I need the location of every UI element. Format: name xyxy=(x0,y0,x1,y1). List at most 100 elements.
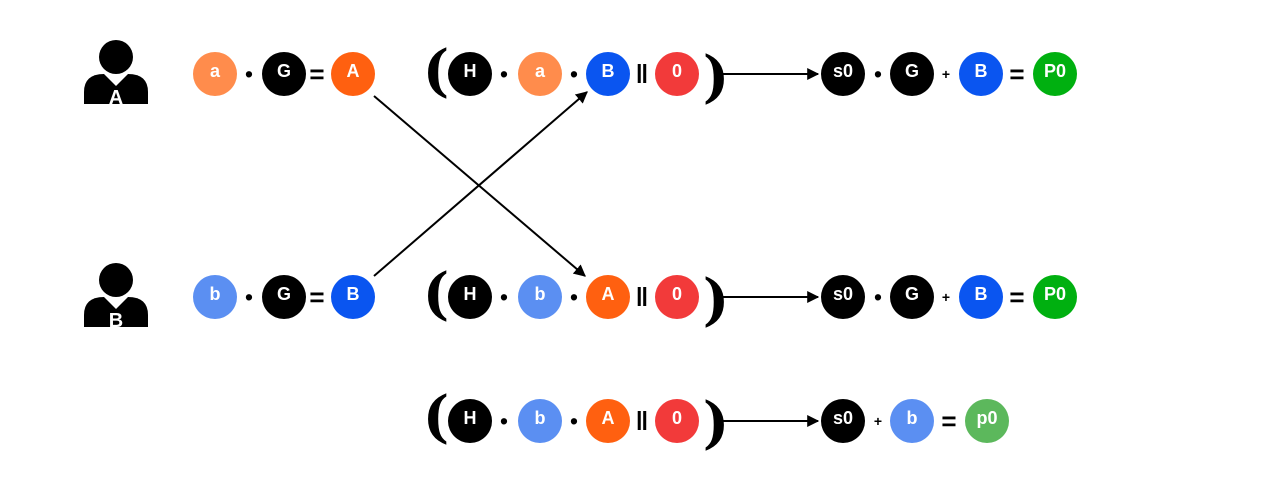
node-label: A xyxy=(347,61,360,81)
node-circle xyxy=(262,275,306,319)
user-a: A xyxy=(84,40,148,109)
node-circle xyxy=(331,275,375,319)
node-G: G xyxy=(890,275,934,319)
node-circle xyxy=(448,52,492,96)
open-bracket: ( xyxy=(423,261,450,327)
node-H: H xyxy=(448,275,492,319)
equals-operator: = xyxy=(1009,59,1024,89)
person-icon xyxy=(84,263,148,327)
node-circle xyxy=(193,52,237,96)
node-label: B xyxy=(602,61,615,81)
node-label: B xyxy=(975,284,988,304)
node-B: B xyxy=(586,52,630,96)
node-circle xyxy=(890,399,934,443)
node-circle xyxy=(448,275,492,319)
concat-operator: ‖ xyxy=(636,59,649,89)
node-circle xyxy=(821,52,865,96)
node-label: p0 xyxy=(976,408,997,428)
node-circle xyxy=(262,52,306,96)
dot-operator: • xyxy=(570,285,578,310)
node-circle xyxy=(890,52,934,96)
node-A: A xyxy=(586,275,630,319)
node-label: b xyxy=(907,408,918,428)
node-circle xyxy=(1033,52,1077,96)
node-G: G xyxy=(262,275,306,319)
node-s0: s0 xyxy=(821,275,865,319)
node-label: 0 xyxy=(672,408,682,428)
node-label: s0 xyxy=(833,284,853,304)
node-A: A xyxy=(586,399,630,443)
plus-operator: + xyxy=(942,289,950,305)
open-bracket: ( xyxy=(423,38,450,104)
close-bracket: ) xyxy=(703,390,730,456)
close-bracket: ) xyxy=(703,267,730,333)
dot-operator: • xyxy=(500,409,508,434)
node-label: b xyxy=(210,284,221,304)
node-B: B xyxy=(959,275,1003,319)
node-circle xyxy=(518,399,562,443)
node-circle xyxy=(821,399,865,443)
node-label: A xyxy=(602,408,615,428)
node-circle xyxy=(655,275,699,319)
node-circle xyxy=(890,275,934,319)
node-label: b xyxy=(535,408,546,428)
node-circle xyxy=(959,275,1003,319)
node-circle xyxy=(331,52,375,96)
dot-operator: • xyxy=(500,285,508,310)
node-G: G xyxy=(262,52,306,96)
node-b: b xyxy=(518,399,562,443)
node-0: 0 xyxy=(655,399,699,443)
node-label: s0 xyxy=(833,61,853,81)
node-P0: P0 xyxy=(1033,275,1077,319)
node-A: A xyxy=(331,52,375,96)
equals-operator: = xyxy=(1009,282,1024,312)
node-label: H xyxy=(464,61,477,81)
node-label: 0 xyxy=(672,61,682,81)
node-label: A xyxy=(602,284,615,304)
node-s0: s0 xyxy=(821,52,865,96)
node-label: a xyxy=(210,61,221,81)
node-label: P0 xyxy=(1044,61,1066,81)
node-circle xyxy=(655,399,699,443)
node-a: a xyxy=(518,52,562,96)
dot-operator: • xyxy=(245,285,253,310)
node-label: P0 xyxy=(1044,284,1066,304)
node-label: 0 xyxy=(672,284,682,304)
node-G: G xyxy=(890,52,934,96)
node-circle xyxy=(518,52,562,96)
node-label: b xyxy=(535,284,546,304)
node-0: 0 xyxy=(655,275,699,319)
user-b-label: B xyxy=(109,310,123,332)
node-p0: p0 xyxy=(965,399,1009,443)
node-circle xyxy=(959,52,1003,96)
arrow-b-to-row-a xyxy=(373,91,588,277)
equals-operator: = xyxy=(941,406,956,436)
node-circle xyxy=(655,52,699,96)
concat-operator: ‖ xyxy=(636,406,649,436)
node-label: a xyxy=(535,61,546,81)
node-P0: P0 xyxy=(1033,52,1077,96)
equals-operator: = xyxy=(309,282,324,312)
node-circle xyxy=(965,399,1009,443)
node-label: s0 xyxy=(833,408,853,428)
node-label: H xyxy=(464,284,477,304)
node-label: H xyxy=(464,408,477,428)
person-icon xyxy=(84,40,148,104)
plus-operator: + xyxy=(942,66,950,82)
node-circle xyxy=(586,52,630,96)
node-circle xyxy=(518,275,562,319)
node-circle xyxy=(821,275,865,319)
dot-operator: • xyxy=(500,62,508,87)
concat-operator: ‖ xyxy=(636,282,649,312)
node-label: G xyxy=(277,61,291,81)
node-label: G xyxy=(905,284,919,304)
node-H: H xyxy=(448,52,492,96)
node-label: B xyxy=(347,284,360,304)
node-H: H xyxy=(448,399,492,443)
node-circle xyxy=(586,399,630,443)
dot-operator: • xyxy=(570,62,578,87)
node-circle xyxy=(1033,275,1077,319)
dot-operator: • xyxy=(874,285,882,310)
